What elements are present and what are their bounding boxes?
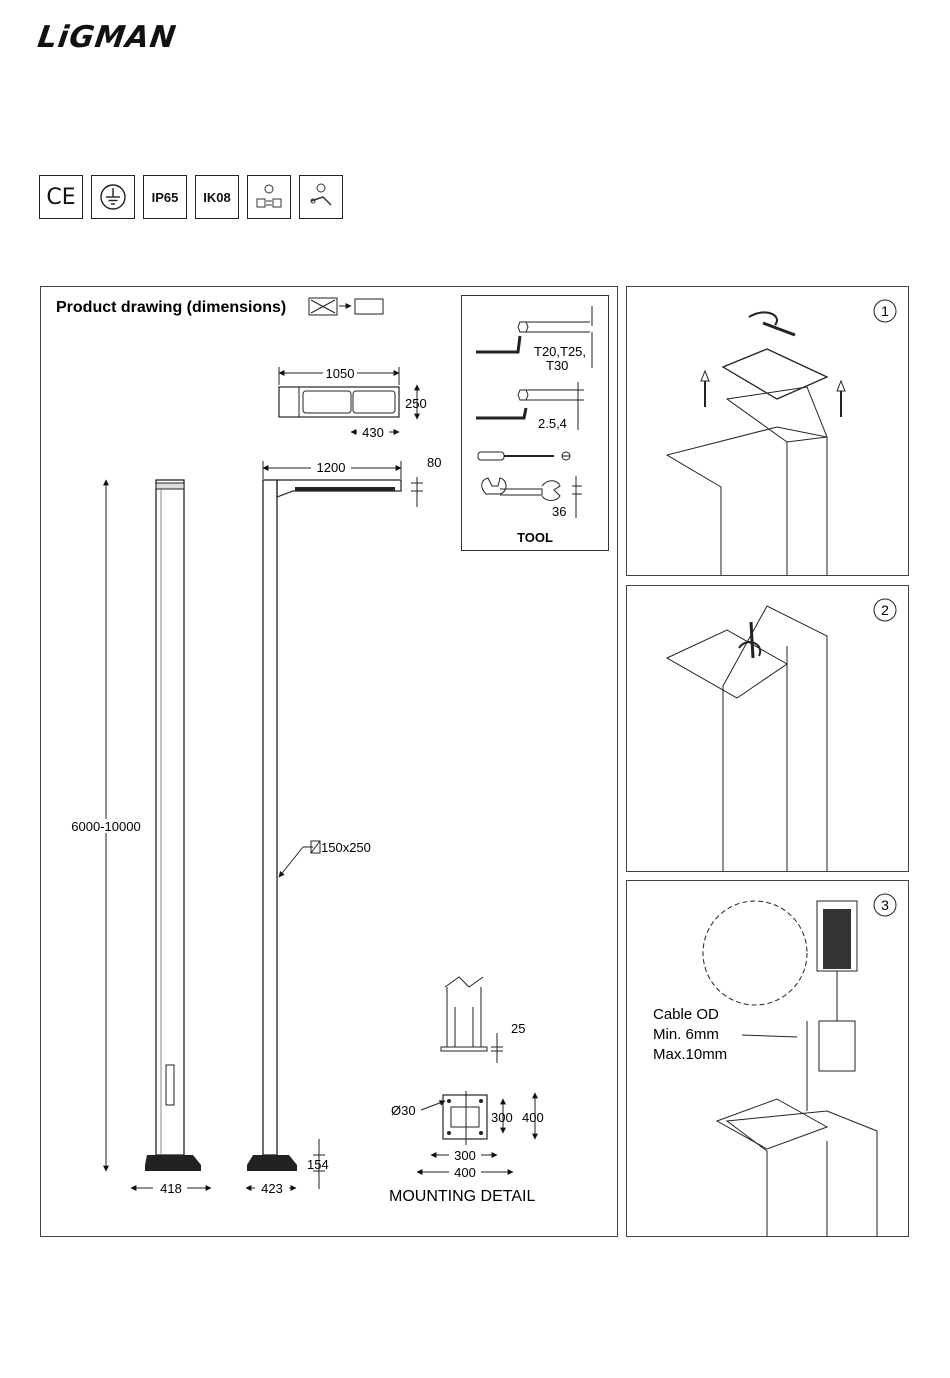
hex-key-icon: 2.5,4 [476,382,584,431]
ik08-label: IK08 [203,190,230,205]
dim-hole: Ø30 [391,1103,416,1118]
dim-pole-section: 150x250 [321,840,371,855]
dim-base-front: 418 [160,1181,182,1196]
ce-label: CE [46,185,75,210]
dim-head-width: 250 [405,396,427,411]
step-2-number: 2 [881,602,889,618]
voltage-switch-icon [247,175,291,219]
panel-title: Product drawing (dimensions) [56,299,286,316]
tool-drawings: T20,T25, T30 2.5,4 [462,296,608,550]
screwdriver-icon [478,452,570,460]
tool-box: T20,T25, T30 2.5,4 [461,295,609,551]
tool-hex-label: 2.5,4 [538,416,567,431]
pole-front-view: 6000-10000 418 [65,480,211,1196]
maintenance-icon [299,175,343,219]
mounting-detail: 25 Ø30 300 400 300 400 MOUNTING DETAIL [389,977,544,1205]
dim-bolt-spacing-v: 300 [491,1110,513,1125]
step-3-panel: 3 Cable OD Min. 6mm Max.10mm [626,880,909,1237]
cable-label-2: Min. 6mm [653,1026,719,1043]
dim-plate-thickness: 25 [511,1021,525,1036]
tool-wrench-label: 36 [552,504,566,519]
wrench-icon: 36 [482,476,582,519]
dim-head-length: 1050 [326,366,355,381]
ip65-label: IP65 [152,190,179,205]
luminaire-head-top-view: 1050 250 430 [279,366,427,440]
tool-torx-label: T20,T25, [534,344,586,359]
step-3-number: 3 [881,897,889,913]
mounting-title: MOUNTING DETAIL [389,1188,535,1205]
step-1-number: 1 [881,303,889,319]
step-1-panel: 1 [626,286,909,576]
dim-base-height: 154 [307,1157,329,1172]
ip65-icon: IP65 [143,175,187,219]
earth-ground-icon [91,175,135,219]
step-2-panel: 2 [626,585,909,872]
step-2-illustration: 2 [627,586,908,871]
dim-head-sub: 430 [362,425,384,440]
pole-side-view: 423 154 150x250 [246,480,401,1196]
dim-bolt-spacing-h: 300 [454,1148,476,1163]
dim-pole-height: 6000-10000 [71,819,140,834]
tool-torx-label-2: T30 [546,358,568,373]
tool-box-title: TOOL [517,530,553,545]
brand-logo: LiGMAN [36,20,179,55]
torx-key-icon: T20,T25, T30 [476,306,592,373]
dim-arm-height: 80 [427,455,441,470]
ce-mark-icon: CE [39,175,83,219]
ik08-icon: IK08 [195,175,239,219]
dim-arm-length: 1200 [317,460,346,475]
product-drawing-panel: Product drawing (dimensions) 1050 250 43… [40,286,618,1237]
rotate-symbol-icon [309,298,383,315]
dim-base-side: 423 [261,1181,283,1196]
cable-label-3: Max.10mm [653,1046,727,1063]
dim-plate-size-h: 400 [454,1165,476,1180]
dim-plate-size-v: 400 [522,1110,544,1125]
step-1-illustration: 1 [627,287,908,575]
step-3-illustration: 3 Cable OD Min. 6mm Max.10mm [627,881,908,1236]
cable-label-1: Cable OD [653,1006,719,1023]
